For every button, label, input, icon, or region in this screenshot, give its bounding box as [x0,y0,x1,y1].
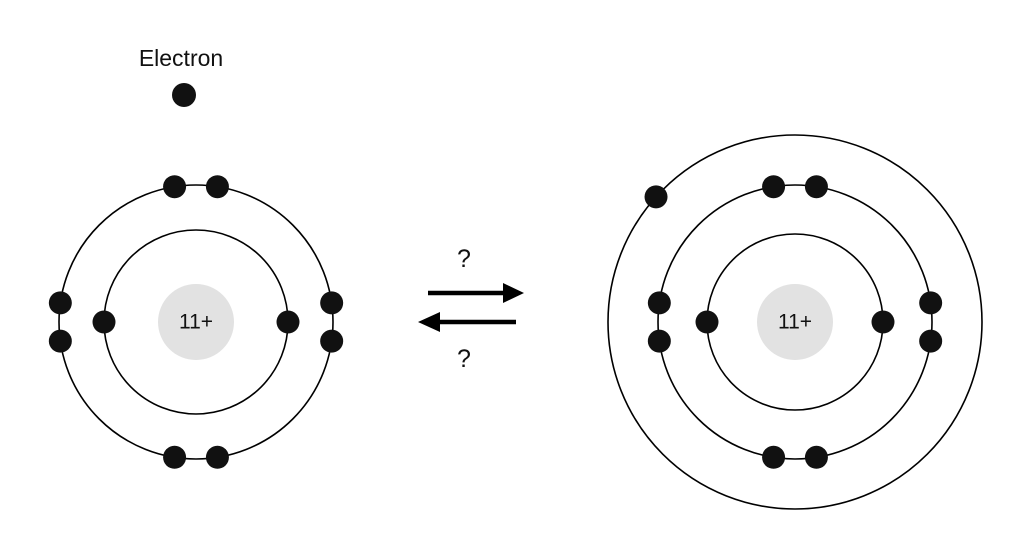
left-atom-outer-shell-electron-6 [163,445,187,469]
right-atom-middle-shell-electron-7 [919,291,943,315]
left-atom-inner-shell-electron-1 [92,310,116,334]
electron-legend-icon [172,83,196,107]
left-atom-nucleus-label: 11+ [179,311,213,334]
left-atom-outer-shell-electron-1 [163,175,187,199]
legend-group: Electron [139,45,223,107]
right-atom-nucleus [757,284,833,360]
left-atom-outer-shell-electron-8 [320,329,344,353]
left-atom-nucleus [158,284,234,360]
left-atom-outer-shell-electron-3 [48,329,72,353]
left-atom-outer-shell-electron-4 [48,291,72,315]
left-atom-electrons [48,175,344,469]
forward-reaction-question-mark: ? [457,245,471,273]
left-atom-outer-shell-electron-5 [205,445,229,469]
reverse-arrow-head [418,312,440,332]
right-atom-electrons [644,175,943,469]
reverse-reaction-question-mark: ? [457,345,471,373]
forward-arrow [428,283,524,303]
left-atom-outer-shell [58,184,334,460]
right-atom-group: 11+ [607,134,983,510]
right-atom-middle-shell-electron-6 [762,445,786,469]
right-atom-middle-shell-electron-1 [762,175,786,199]
right-atom-middle-shell-electron-2 [804,175,828,199]
left-atom-inner-shell-electron-2 [276,310,300,334]
right-atom-middle-shell-electron-4 [647,291,671,315]
left-atom-outer-shell-electron-2 [205,175,229,199]
right-atom-outer-shell [607,134,983,510]
left-atom-group: 11+ [48,175,344,469]
right-atom-nucleus-label: 11+ [778,311,812,334]
left-atom-outer-shell-electron-7 [320,291,344,315]
right-atom-middle-shell-electron-5 [804,445,828,469]
reverse-arrow [418,312,516,332]
right-atom-inner-shell-electron-2 [871,310,895,334]
right-atom-outer-shell-electron-1 [644,185,668,209]
right-atom-middle-shell [657,184,933,460]
right-atom-middle-shell-electron-3 [647,329,671,353]
right-atom-middle-shell-electron-8 [919,329,943,353]
legend-label-electron: Electron [139,45,223,71]
reaction-arrows-group: ? ? [418,245,524,373]
forward-arrow-head [503,283,524,303]
right-atom-inner-shell-electron-1 [695,310,719,334]
